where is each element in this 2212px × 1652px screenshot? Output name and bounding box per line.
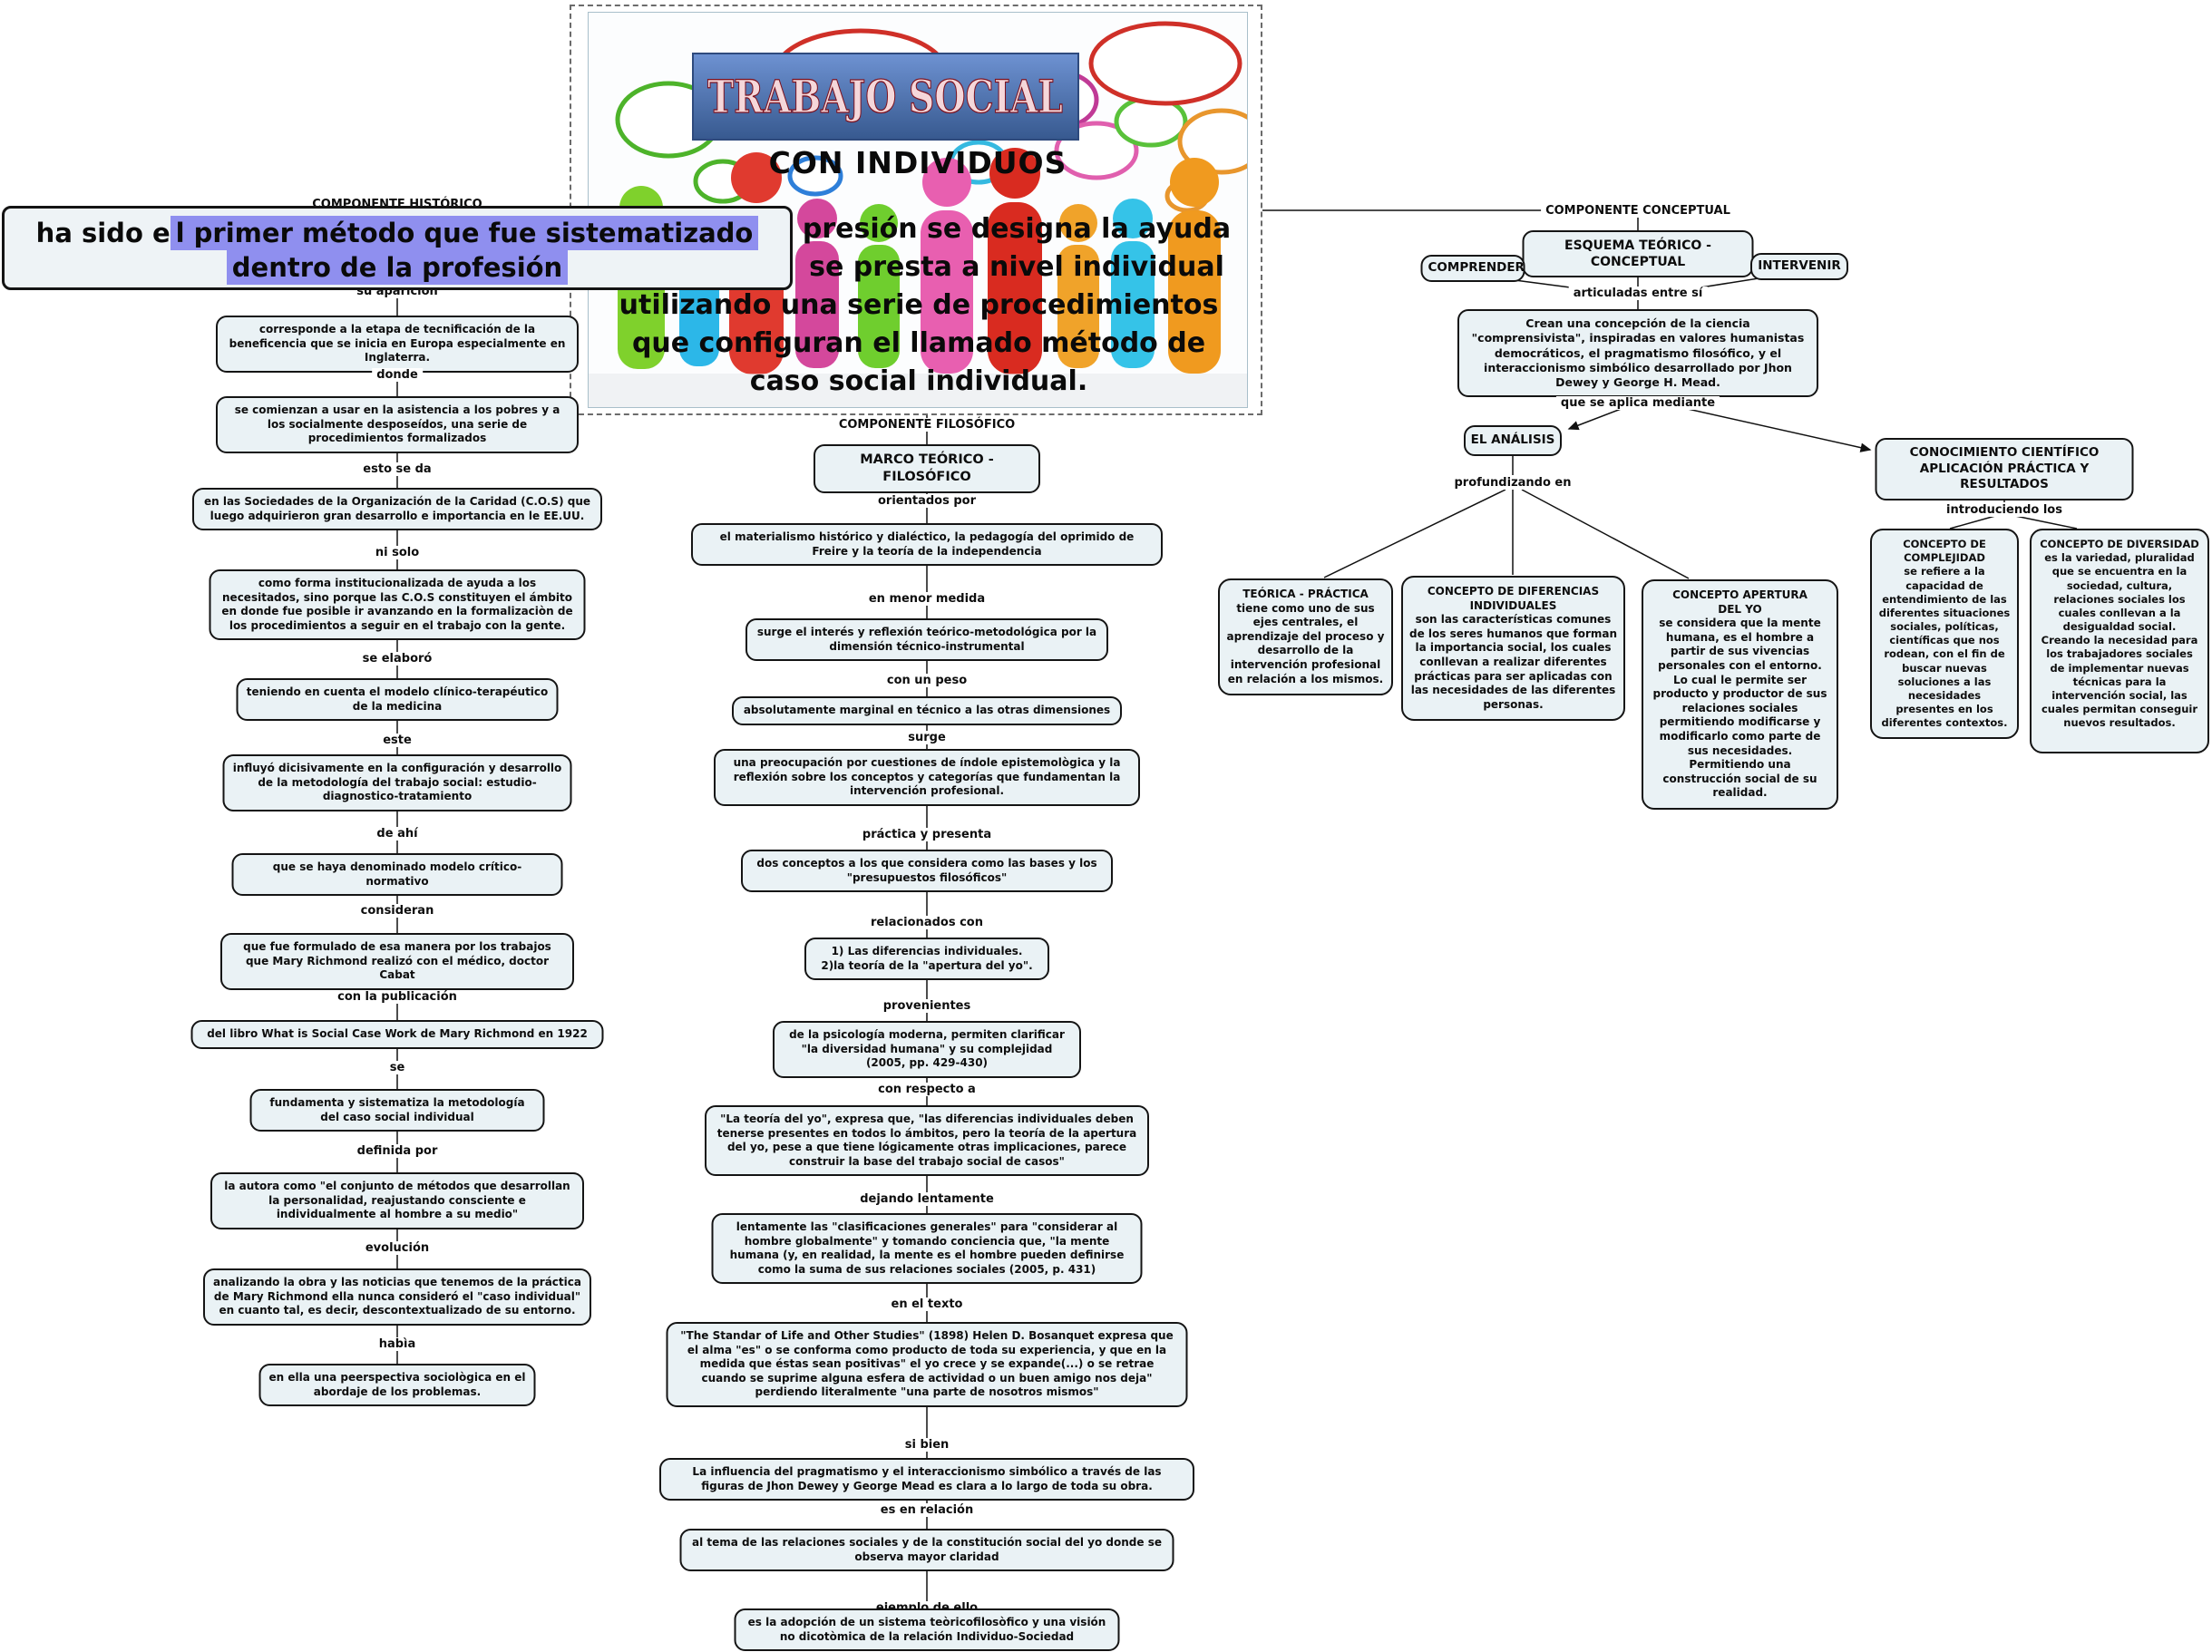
concept-node-intervenir[interactable]: INTERVENIR (1750, 253, 1848, 280)
link-label[interactable]: que se aplica mediante (1555, 396, 1720, 410)
link-label[interactable]: consideran (356, 904, 439, 918)
concept-node[interactable]: la autora como "el conjunto de métodos q… (210, 1172, 584, 1229)
concept-node[interactable]: teniendo en cuenta el modelo clínico-ter… (236, 678, 559, 722)
concept-node-esquema[interactable]: ESQUEMA TEÓRICO - CONCEPTUAL (1522, 230, 1754, 278)
concept-node[interactable]: "The Standar of Life and Other Studies" … (666, 1322, 1188, 1407)
concept-node[interactable]: surge el interés y reflexión teórico-met… (745, 618, 1108, 662)
concept-node[interactable]: al tema de las relaciones sociales y de … (679, 1529, 1174, 1572)
concept-node[interactable]: lentamente las "clasificaciones generale… (711, 1213, 1143, 1285)
concept-node[interactable]: "La teoría del yo", expresa que, "las di… (705, 1105, 1149, 1177)
link-label[interactable]: si bien (900, 1438, 954, 1452)
concept-node-teorica-practica[interactable]: TEÓRICA - PRÁCTICA tiene como uno de sus… (1218, 578, 1393, 696)
box-title: CONCEPTO APERTURA DEL YO (1672, 588, 1808, 616)
link-label[interactable]: esto se da (358, 462, 436, 476)
concept-node[interactable]: La influencia del pragmatismo y el inter… (659, 1458, 1194, 1501)
concept-node[interactable]: como forma institucionalizada de ayuda a… (209, 569, 586, 641)
concept-node[interactable]: una preocupación por cuestiones de índol… (714, 749, 1140, 806)
box-body: se refiere a la capacidad de entendimien… (1878, 565, 2011, 730)
box-title: TEÓRICA - PRÁCTICA (1242, 588, 1369, 600)
concept-node[interactable]: 1) Las diferencias individuales. 2)la te… (804, 938, 1049, 981)
note-highlight-line2: dentro de la profesión (226, 250, 569, 285)
concept-node-comprender[interactable]: COMPRENDER (1420, 255, 1525, 282)
concept-node-conocimiento[interactable]: CONOCIMIENTO CIENTÍFICO APLICACIÓN PRÁCT… (1875, 438, 2134, 500)
link-label[interactable]: con la publicación (333, 990, 462, 1004)
link-label[interactable]: se elaboró (357, 652, 437, 666)
concept-node[interactable]: absolutamente marginal en técnico a las … (732, 696, 1122, 725)
concept-node-crean[interactable]: Crean una concepción de la ciencia "comp… (1457, 309, 1818, 398)
link-label[interactable]: profundizando en (1449, 476, 1576, 490)
box-title: CONCEPTO DE DIFERENCIAS INDIVIDUALES (1427, 585, 1600, 612)
box-body: se considera que la mente humana, es el … (1652, 617, 1827, 800)
link-label[interactable]: definida por (352, 1144, 443, 1158)
link-label[interactable]: evolución (360, 1241, 434, 1255)
concept-node[interactable]: en las Sociedades de la Organización de … (192, 488, 602, 531)
concept-node[interactable]: del libro What is Social Case Work de Ma… (190, 1020, 604, 1049)
link-label[interactable]: dejando lentamente (855, 1192, 999, 1206)
box-body: es la variedad, pluralidad que se encuen… (2041, 551, 2198, 730)
concept-node-diversidad[interactable]: CONCEPTO DE DIVERSIDAD es la variedad, p… (2030, 529, 2209, 753)
concept-node[interactable]: fundamenta y sistematiza la metodología … (249, 1089, 545, 1132)
link-label[interactable]: en menor medida (863, 592, 990, 606)
link-label[interactable]: articuladas entre sí (1568, 287, 1708, 300)
concept-node-complejidad[interactable]: CONCEPTO DE COMPLEJIDAD se refiere a la … (1870, 529, 2019, 740)
image-caption-top: presión se designa la ayuda se presta a … (802, 213, 1232, 283)
link-label[interactable]: donde (372, 368, 423, 382)
link-label[interactable]: práctica y presenta (857, 828, 997, 841)
box-body: tiene como uno de sus ejes centrales, el… (1226, 601, 1385, 685)
concept-node[interactable]: dos conceptos a los que considera como l… (741, 850, 1113, 893)
link-label[interactable]: de ahí (372, 827, 423, 841)
link-label[interactable]: en el texto (886, 1297, 968, 1311)
link-label[interactable]: este (378, 734, 416, 747)
image-subtitle: CON INDIVIDUOS (768, 145, 1067, 180)
concept-node[interactable]: se comienzan a usar en la asistencia a l… (216, 396, 579, 453)
concept-node[interactable]: de la psicología moderna, permiten clari… (773, 1021, 1081, 1078)
concept-node[interactable]: influyó dicisivamente en la configuració… (222, 754, 572, 811)
link-label[interactable]: se (385, 1061, 410, 1074)
box-title: CONCEPTO DE DIVERSIDAD (2040, 538, 2199, 550)
note-plain-text: ha sido e (35, 218, 171, 248)
concept-node[interactable]: que se haya denominado modelo crítico-no… (231, 853, 563, 897)
banner-title-text: TRABAJO SOCIAL (707, 70, 1063, 123)
concept-node-marco-teorico[interactable]: MARCO TEÓRICO - FILOSÓFICO (814, 444, 1040, 493)
concept-node[interactable]: corresponde a la etapa de tecnificación … (216, 316, 579, 373)
link-label[interactable]: es en relación (875, 1503, 979, 1517)
link-label[interactable]: con un peso (882, 674, 972, 687)
link-label[interactable]: habìa (374, 1337, 421, 1351)
box-title: CONCEPTO DE COMPLEJIDAD (1903, 538, 1986, 565)
concept-node[interactable]: que fue formulado de esa manera por los … (220, 933, 574, 990)
concept-node[interactable]: en ella una peerspectiva sociològica en … (258, 1364, 536, 1407)
banner-rect (692, 53, 1079, 141)
link-label[interactable]: surge (903, 731, 950, 744)
image-caption-bottom: utilizando una serie de procedimientos q… (619, 289, 1219, 397)
concept-node-diferencias-individuales[interactable]: CONCEPTO DE DIFERENCIAS INDIVIDUALES son… (1401, 576, 1625, 722)
link-label[interactable]: orientados por (872, 494, 981, 508)
concept-node-el-analisis[interactable]: EL ANÁLISIS (1464, 425, 1562, 456)
concept-node[interactable]: es la adopción de un sistema teòricofilo… (734, 1608, 1120, 1652)
concept-node[interactable]: analizando la obra y las noticias que te… (203, 1268, 591, 1326)
note-highlight-line1: l primer método que fue sistematizado (170, 216, 759, 250)
box-body: son las características comunes de los s… (1409, 613, 1618, 711)
link-label[interactable]: con respecto a (873, 1083, 980, 1096)
concept-node[interactable]: el materialismo histórico y dialéctico, … (691, 523, 1163, 567)
label-componente-conceptual[interactable]: COMPONENTE CONCEPTUAL (1541, 204, 1735, 218)
link-label[interactable]: introduciendo los (1942, 503, 2067, 517)
concept-node-apertura-del-yo[interactable]: CONCEPTO APERTURA DEL YO se considera qu… (1642, 579, 1838, 810)
label-componente-filosofico[interactable]: COMPONENTE FILOSÓFICO (833, 418, 1020, 432)
link-label[interactable]: relacionados con (866, 916, 988, 929)
link-label[interactable]: ni solo (370, 546, 424, 559)
link-label[interactable]: provenientes (878, 999, 976, 1013)
